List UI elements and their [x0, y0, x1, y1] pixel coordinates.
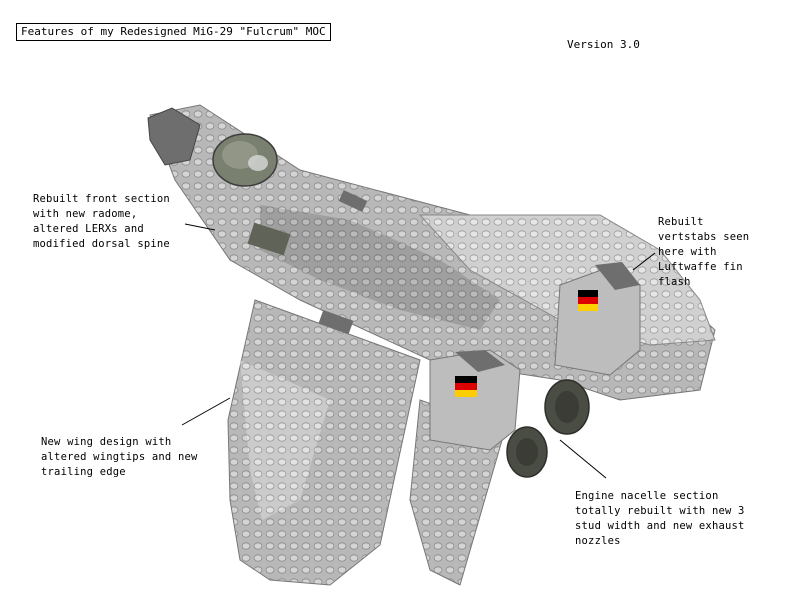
pointer-vertstab [632, 252, 656, 271]
annotation-wing: New wing design with altered wingtips an… [41, 436, 198, 478]
right-fin-flash-icon [578, 290, 598, 311]
annotation-engine: Engine nacelle section totally rebuilt w… [575, 490, 745, 547]
dorsal-panel [247, 222, 291, 256]
annotation-front-section: Rebuilt front section with new radome, a… [33, 193, 170, 250]
page-title: Features of my Redesigned MiG-29 "Fulcru… [16, 23, 331, 41]
left-wing-shade [240, 360, 330, 520]
pointer-wing [181, 397, 231, 426]
version-label: Version 3.0 [567, 38, 640, 51]
dorsal-spine [260, 205, 500, 330]
engine-nozzle-left [506, 426, 548, 478]
left-vertstab [429, 349, 521, 451]
pointer-front [184, 223, 216, 231]
annotation-vertstabs: Rebuilt vertstabs seen here with Luftwaf… [658, 216, 750, 288]
nose-radome [147, 107, 201, 166]
pointer-engine [559, 439, 607, 479]
left-wing [227, 299, 421, 586]
engine-nozzle-right [544, 379, 590, 435]
right-wing [418, 214, 716, 346]
left-fin-flash-icon [455, 376, 477, 397]
